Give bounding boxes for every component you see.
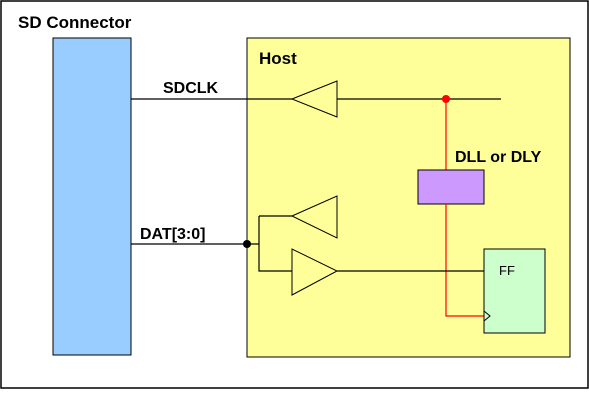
dat-input-buffer	[291, 248, 339, 296]
flipflop-block	[483, 248, 546, 334]
dll-dly-block	[417, 169, 485, 205]
delayed-clock-wire	[445, 204, 484, 317]
outer-frame-label: SD Connector	[18, 13, 132, 32]
sd-connector-block	[52, 37, 132, 356]
dat-junction	[243, 240, 251, 248]
dat-bus-loop	[258, 216, 292, 272]
flipflop-label: FF	[499, 263, 515, 278]
dat-label: DAT[3:0]	[140, 226, 205, 243]
dll-dly-label: DLL or DLY	[455, 149, 542, 166]
host-label: Host	[259, 49, 297, 68]
sdclk-label: SDCLK	[163, 80, 219, 97]
flipflop-clock-marker	[483, 310, 491, 322]
dat-output-buffer	[290, 195, 338, 239]
